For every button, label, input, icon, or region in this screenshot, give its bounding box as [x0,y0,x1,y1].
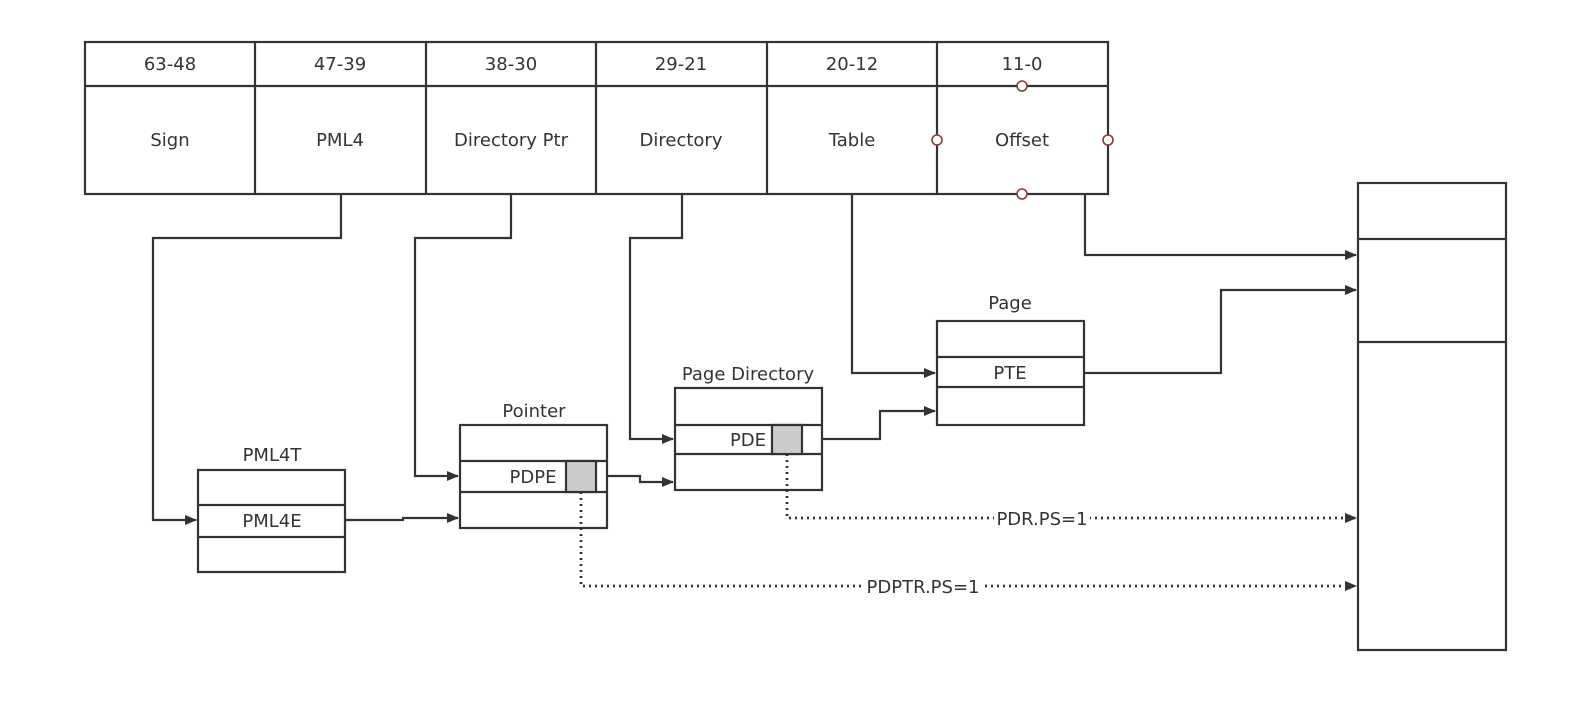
page-table: Page PTE [935,293,1086,427]
pml4t-title: PML4T [243,445,303,466]
connector-offset-to-memory[interactable] [1083,194,1357,260]
field-name-sign: Sign [150,130,189,151]
linear-address-table: 63-48 47-39 38-30 29-21 20-12 11-0 Sign … [83,40,1114,200]
connector-pte-to-memory[interactable] [1084,285,1357,375]
pdptr-ps-label: PDPTR.PS=1 [867,577,980,598]
page-directory-title: Page Directory [682,364,815,385]
selection-handle-left[interactable] [931,134,943,146]
pml4t-table: PML4T PML4E [196,445,347,574]
selection-handle-right[interactable] [1102,134,1114,146]
field-name-offset: Offset [995,130,1049,151]
connector-directory-to-pd[interactable] [628,194,684,444]
field-bits-pml4: 47-39 [314,54,366,75]
connector-dirptr-to-pointer[interactable] [413,194,513,481]
pointer-title: Pointer [502,401,566,422]
selection-handle-top[interactable] [1016,80,1028,92]
pdr-ps-label: PDR.PS=1 [996,509,1087,530]
physical-memory [1356,181,1508,652]
connectors: PDR.PS=1 PDPTR.PS=1 [151,194,1357,598]
field-name-directory-ptr: Directory Ptr [454,130,569,151]
field-bits-offset: 11-0 [1002,54,1043,75]
page-frame [935,319,1086,427]
connector-pdpe-to-pd[interactable] [607,474,674,487]
connector-table-to-page[interactable] [850,194,936,378]
field-bits-directory-ptr: 38-30 [485,54,537,75]
physical-memory-frame [1356,181,1508,652]
pte-label: PTE [993,363,1026,384]
connector-pml4-to-pml4t[interactable] [151,194,343,525]
connector-pdpe-huge-page[interactable] [579,492,1357,591]
pdptr-ps-label-bg [864,574,982,598]
field-name-table: Table [828,130,876,151]
pde-ps-bit [770,423,804,456]
field-name-pml4: PML4 [316,130,364,151]
field-bits-sign: 63-48 [144,54,196,75]
pdpe-ps-bit [564,459,598,494]
selection-handle-bottom[interactable] [1016,188,1028,200]
page-title: Page [988,293,1032,314]
connector-pde-to-page[interactable] [822,406,936,441]
pdpe-label: PDPE [510,467,557,488]
field-bits-directory: 29-21 [655,54,707,75]
pdr-ps-label-bg [994,506,1090,530]
pointer-table: Pointer PDPE [458,401,609,530]
field-name-directory: Directory [640,130,723,151]
field-bits-table: 20-12 [826,54,878,75]
pml4e-label: PML4E [242,511,301,532]
page-directory-table: Page Directory PDE [673,364,824,492]
pde-label: PDE [730,430,766,451]
connector-pml4e-to-pointer[interactable] [345,513,459,523]
